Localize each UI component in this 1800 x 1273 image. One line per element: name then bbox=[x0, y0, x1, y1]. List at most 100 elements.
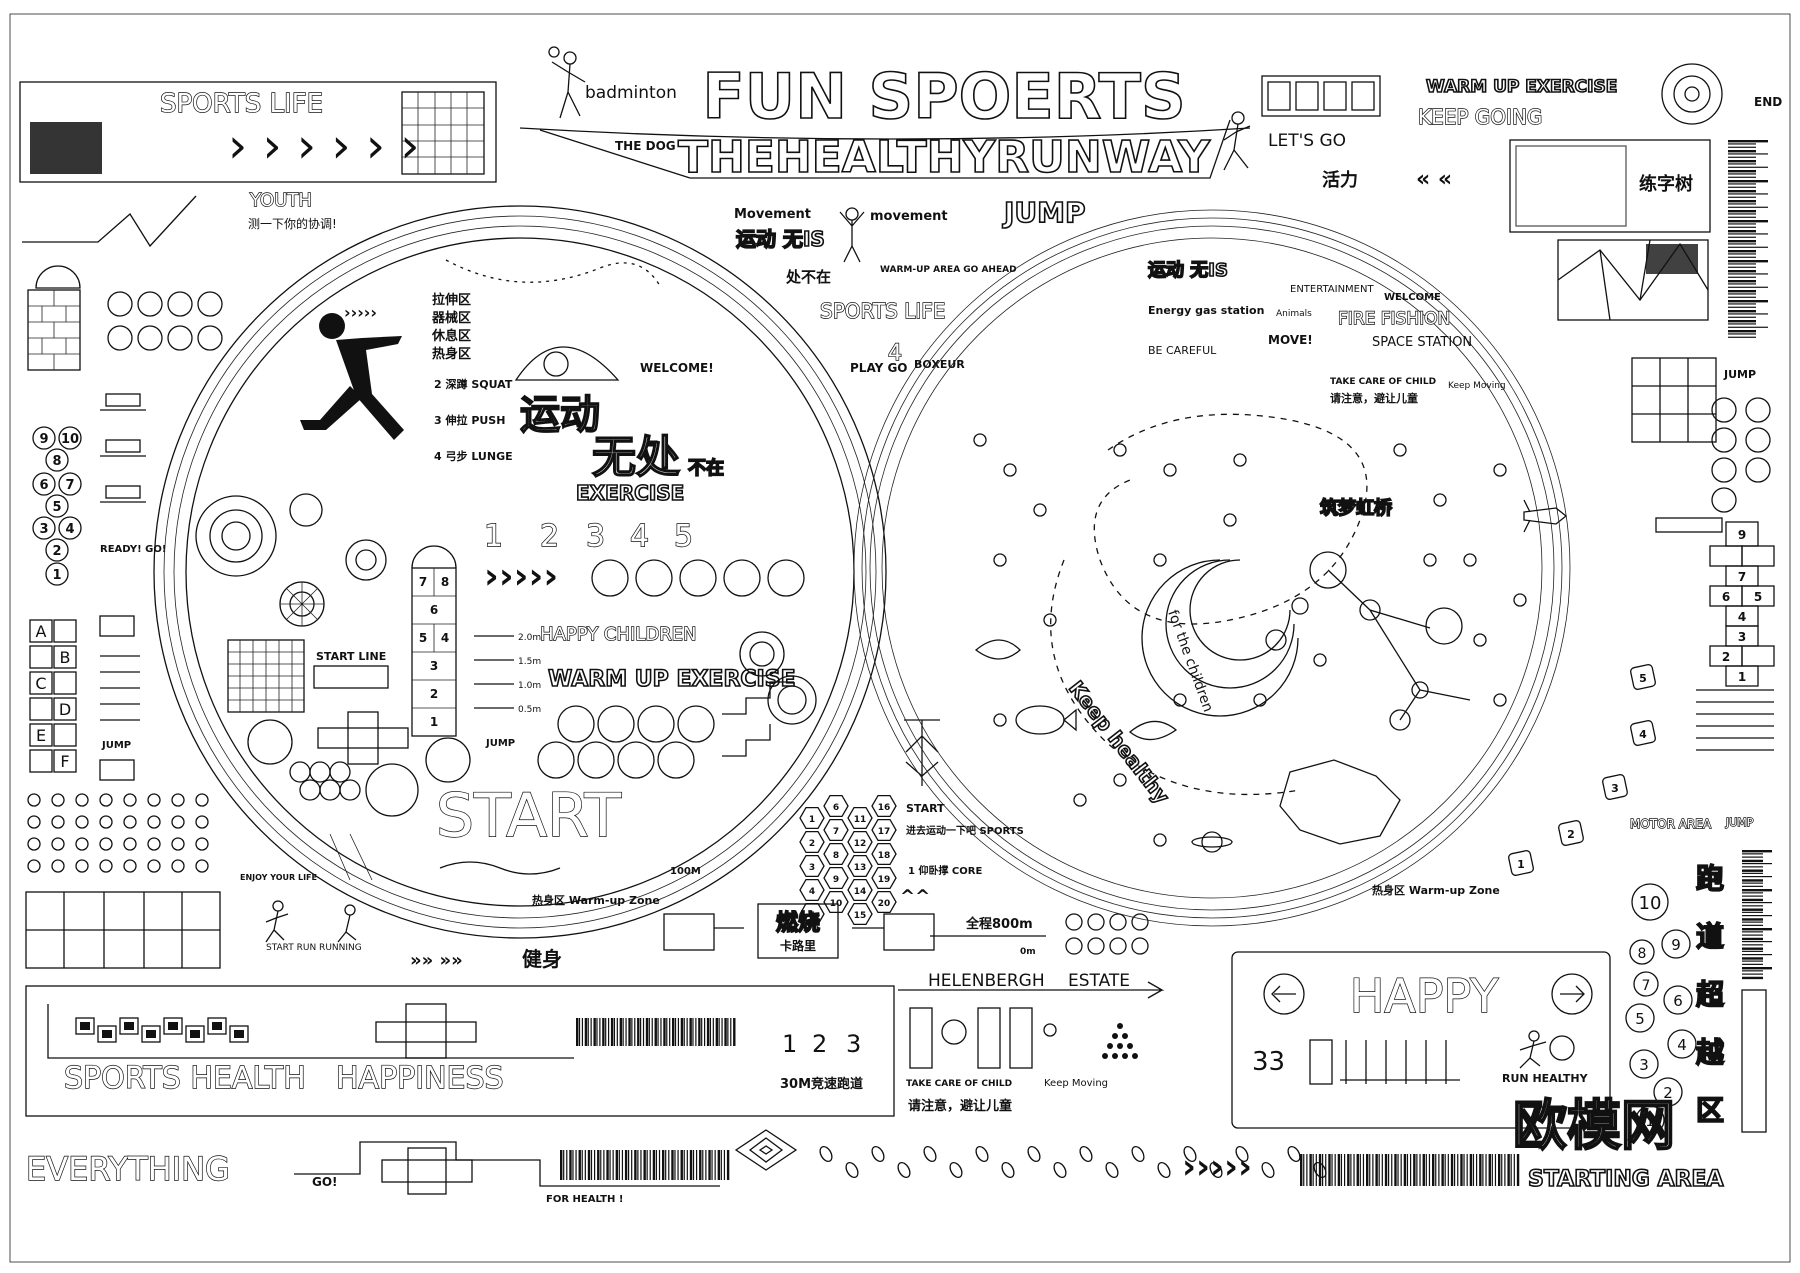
bar bbox=[637, 1150, 639, 1180]
bar bbox=[1359, 1154, 1361, 1186]
svg-text:A: A bbox=[36, 622, 47, 641]
bar bbox=[1742, 859, 1763, 863]
hex-number: 14 bbox=[854, 887, 867, 897]
bar bbox=[1728, 203, 1756, 205]
footprint bbox=[975, 1145, 989, 1163]
dot bbox=[51, 837, 65, 851]
svg-text:4: 4 bbox=[1738, 610, 1746, 624]
numbered-circles-right: 10 8 9 7 6 5 4 3 2 1 bbox=[1625, 883, 1697, 1135]
dot bbox=[123, 815, 137, 829]
bar bbox=[648, 1018, 650, 1046]
chevrons-1: « « bbox=[1416, 167, 1452, 192]
svg-text:4: 4 bbox=[630, 519, 649, 554]
bar bbox=[1728, 200, 1756, 203]
footprint bbox=[1209, 1161, 1223, 1179]
exercise-text: EXERCISE bbox=[576, 481, 684, 505]
bar bbox=[569, 1150, 572, 1180]
bar bbox=[726, 1150, 730, 1180]
svg-text:D: D bbox=[59, 700, 71, 719]
bar bbox=[1728, 276, 1756, 278]
bar bbox=[602, 1018, 605, 1046]
svg-text:4: 4 bbox=[1677, 1036, 1687, 1054]
bar bbox=[1378, 1154, 1380, 1186]
bar bbox=[1728, 160, 1756, 163]
svg-text:0.5m: 0.5m bbox=[518, 705, 541, 715]
bar bbox=[593, 1018, 596, 1046]
yundong-text: 运动 bbox=[520, 392, 600, 438]
footprint bbox=[1079, 1145, 1093, 1163]
planet-icon bbox=[1191, 831, 1233, 853]
svg-text:2: 2 bbox=[1722, 650, 1730, 664]
svg-text:2: 2 bbox=[812, 1030, 827, 1058]
bar bbox=[1425, 1154, 1427, 1186]
bar bbox=[706, 1018, 710, 1046]
exercise-squat: 2 深蹲 SQUAT bbox=[434, 377, 513, 391]
svg-text:1: 1 bbox=[782, 1030, 797, 1058]
bar bbox=[1728, 266, 1756, 268]
bar bbox=[1728, 310, 1756, 313]
hex-number: 1 bbox=[809, 815, 815, 825]
footprint bbox=[1235, 1145, 1249, 1163]
bar bbox=[1728, 230, 1756, 233]
dash-label: 30M竞速跑道 bbox=[780, 1076, 863, 1092]
block-fill bbox=[190, 1030, 200, 1038]
scatter-icon bbox=[1493, 463, 1507, 477]
bar bbox=[689, 1018, 692, 1046]
hex-cell bbox=[799, 830, 825, 854]
hex-cell bbox=[799, 878, 825, 902]
arrow-chevrons: ››››› bbox=[484, 556, 558, 597]
bar bbox=[1488, 1154, 1491, 1186]
hex-cell bbox=[847, 830, 873, 854]
bar bbox=[704, 1018, 706, 1046]
number-four: 4 bbox=[888, 341, 902, 366]
svg-text:7: 7 bbox=[65, 478, 74, 493]
bar bbox=[1450, 1154, 1454, 1186]
bar bbox=[720, 1150, 722, 1180]
bar bbox=[1742, 921, 1763, 923]
right-panel: 练字树 JUMP 9 7 6 5 4 3 bbox=[1508, 139, 1775, 1135]
bar bbox=[618, 1150, 620, 1180]
block-fill bbox=[124, 1022, 134, 1030]
bar bbox=[712, 1018, 714, 1046]
scatter-icon bbox=[1513, 593, 1527, 607]
bar bbox=[1742, 856, 1763, 858]
bar bbox=[608, 1018, 610, 1046]
dot bbox=[123, 859, 137, 873]
hopscotch-tower bbox=[27, 265, 81, 371]
bar bbox=[1742, 941, 1772, 943]
bar bbox=[1742, 908, 1763, 911]
barcode-right bbox=[1742, 850, 1772, 980]
number-33: 33 bbox=[1252, 1047, 1285, 1077]
bar bbox=[1432, 1154, 1435, 1186]
bar bbox=[628, 1018, 631, 1046]
right-round-icons bbox=[1711, 397, 1771, 513]
scatter-icon bbox=[1223, 513, 1237, 527]
ring-cluster bbox=[537, 631, 817, 779]
hex-number: 5 bbox=[809, 911, 815, 921]
scatter-icon bbox=[1473, 633, 1487, 647]
barcode-bottom bbox=[576, 1018, 736, 1046]
bar bbox=[658, 1150, 661, 1180]
bar bbox=[1516, 1154, 1520, 1186]
block bbox=[75, 1017, 95, 1035]
bar bbox=[1742, 869, 1763, 872]
hex-cell bbox=[871, 794, 897, 818]
dot bbox=[27, 837, 41, 851]
bar bbox=[1403, 1154, 1407, 1186]
svg-text:2: 2 bbox=[540, 519, 559, 554]
svg-text:3: 3 bbox=[39, 522, 48, 537]
zone-1: 拉伸区 bbox=[432, 292, 471, 308]
bar bbox=[581, 1150, 583, 1180]
hex-cell bbox=[871, 890, 897, 914]
svg-text:5: 5 bbox=[674, 519, 693, 554]
bar bbox=[1384, 1154, 1388, 1186]
bar bbox=[1728, 293, 1756, 295]
dot bbox=[1117, 1043, 1123, 1049]
bar bbox=[1728, 156, 1756, 158]
svg-text:3: 3 bbox=[430, 659, 438, 673]
bar bbox=[1728, 256, 1756, 258]
cross-block-bottom bbox=[375, 1003, 477, 1059]
bar bbox=[714, 1150, 716, 1180]
svg-text:3: 3 bbox=[1639, 1056, 1649, 1074]
svg-text:6: 6 bbox=[39, 478, 48, 493]
